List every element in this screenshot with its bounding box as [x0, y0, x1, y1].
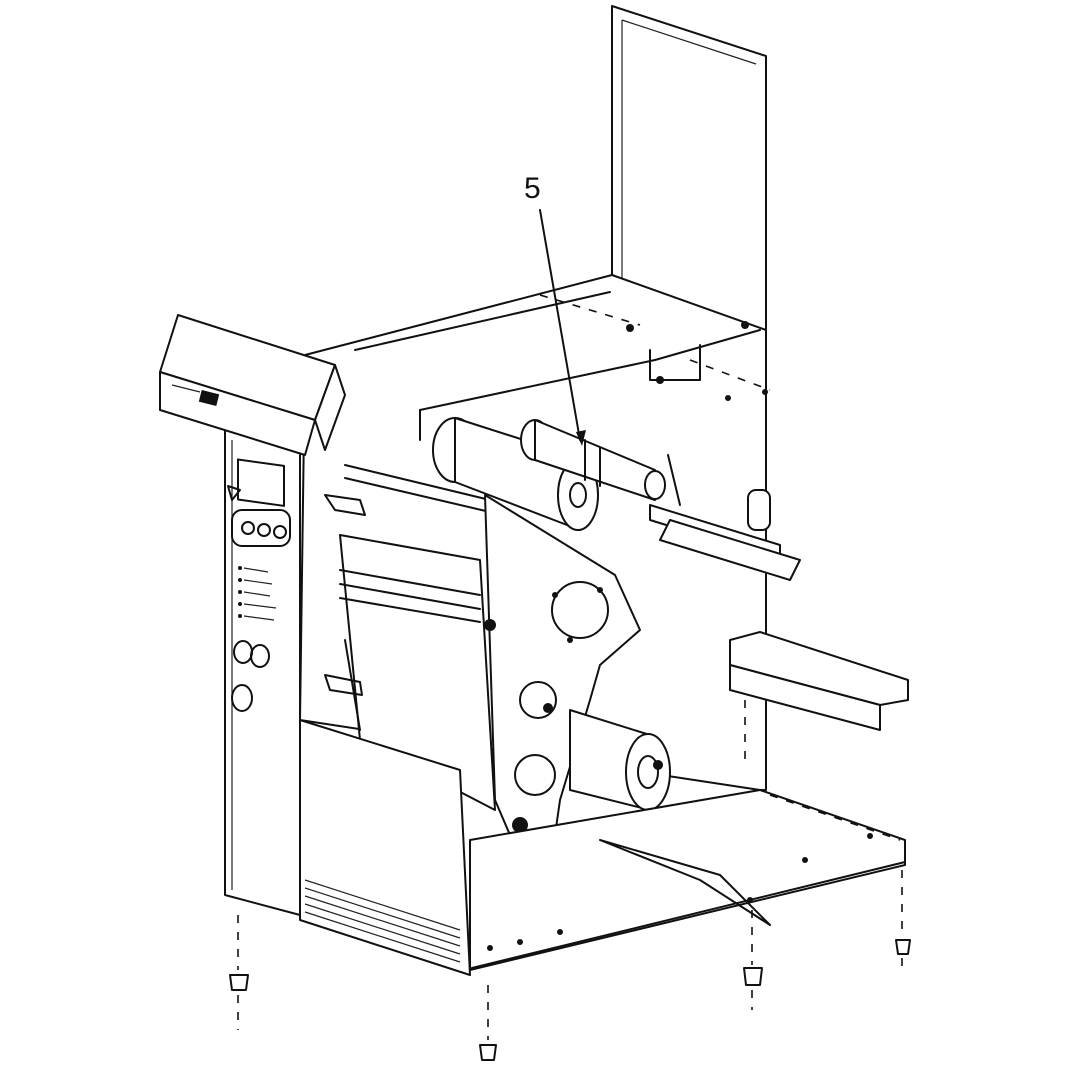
ribbon-takeup-roll — [569, 709, 671, 811]
ribbon-supply-spindle — [520, 419, 666, 501]
control-panel-housing — [159, 314, 346, 456]
mounting-feet — [229, 870, 911, 1061]
drive-side-plate — [484, 494, 641, 836]
front-panel-column — [224, 429, 301, 916]
control-buttons — [231, 640, 270, 712]
base-tray — [469, 789, 906, 971]
indicator-labels — [238, 566, 277, 621]
media-guide-shelf — [729, 631, 909, 760]
callout-label-5: 5 — [524, 172, 541, 205]
media-supply-bracket — [649, 454, 801, 581]
lower-front-cover — [299, 719, 471, 976]
printhead-assembly — [324, 464, 496, 811]
callout-leader-5 — [539, 209, 581, 441]
